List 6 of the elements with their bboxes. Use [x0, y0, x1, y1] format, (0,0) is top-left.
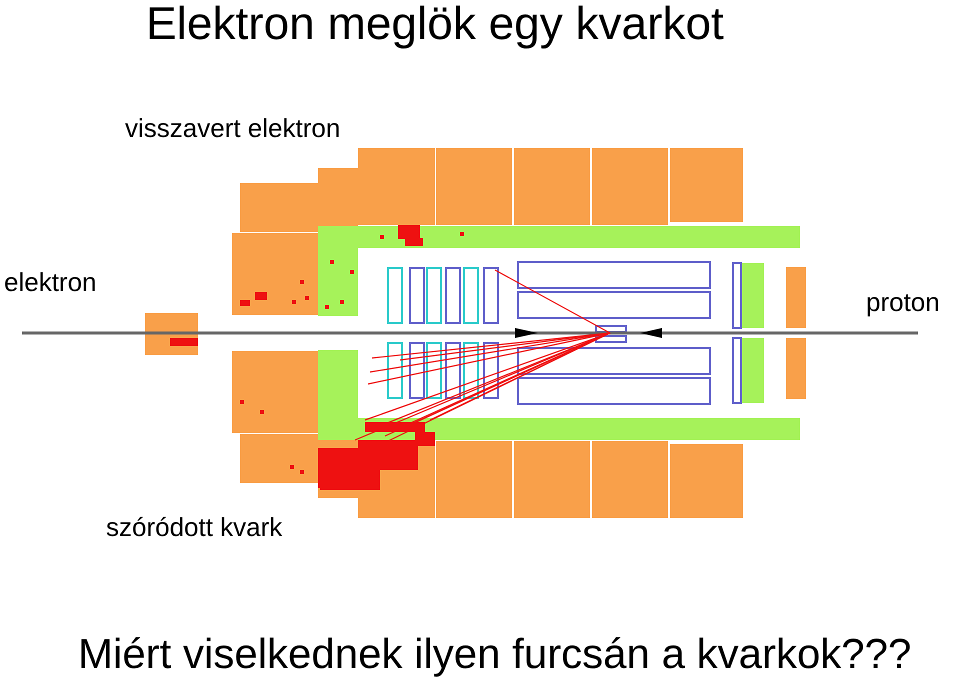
part-label: szóródott kvark [106, 512, 282, 543]
caption: Miért viselkednek ilyen furcsán a kvarkok??? [78, 630, 912, 678]
title: Elektron meglök egy kvarkot [146, 0, 724, 50]
part-label: proton [866, 287, 940, 318]
part-label: visszavert elektron [125, 113, 340, 144]
part-label: elektron [4, 267, 96, 298]
